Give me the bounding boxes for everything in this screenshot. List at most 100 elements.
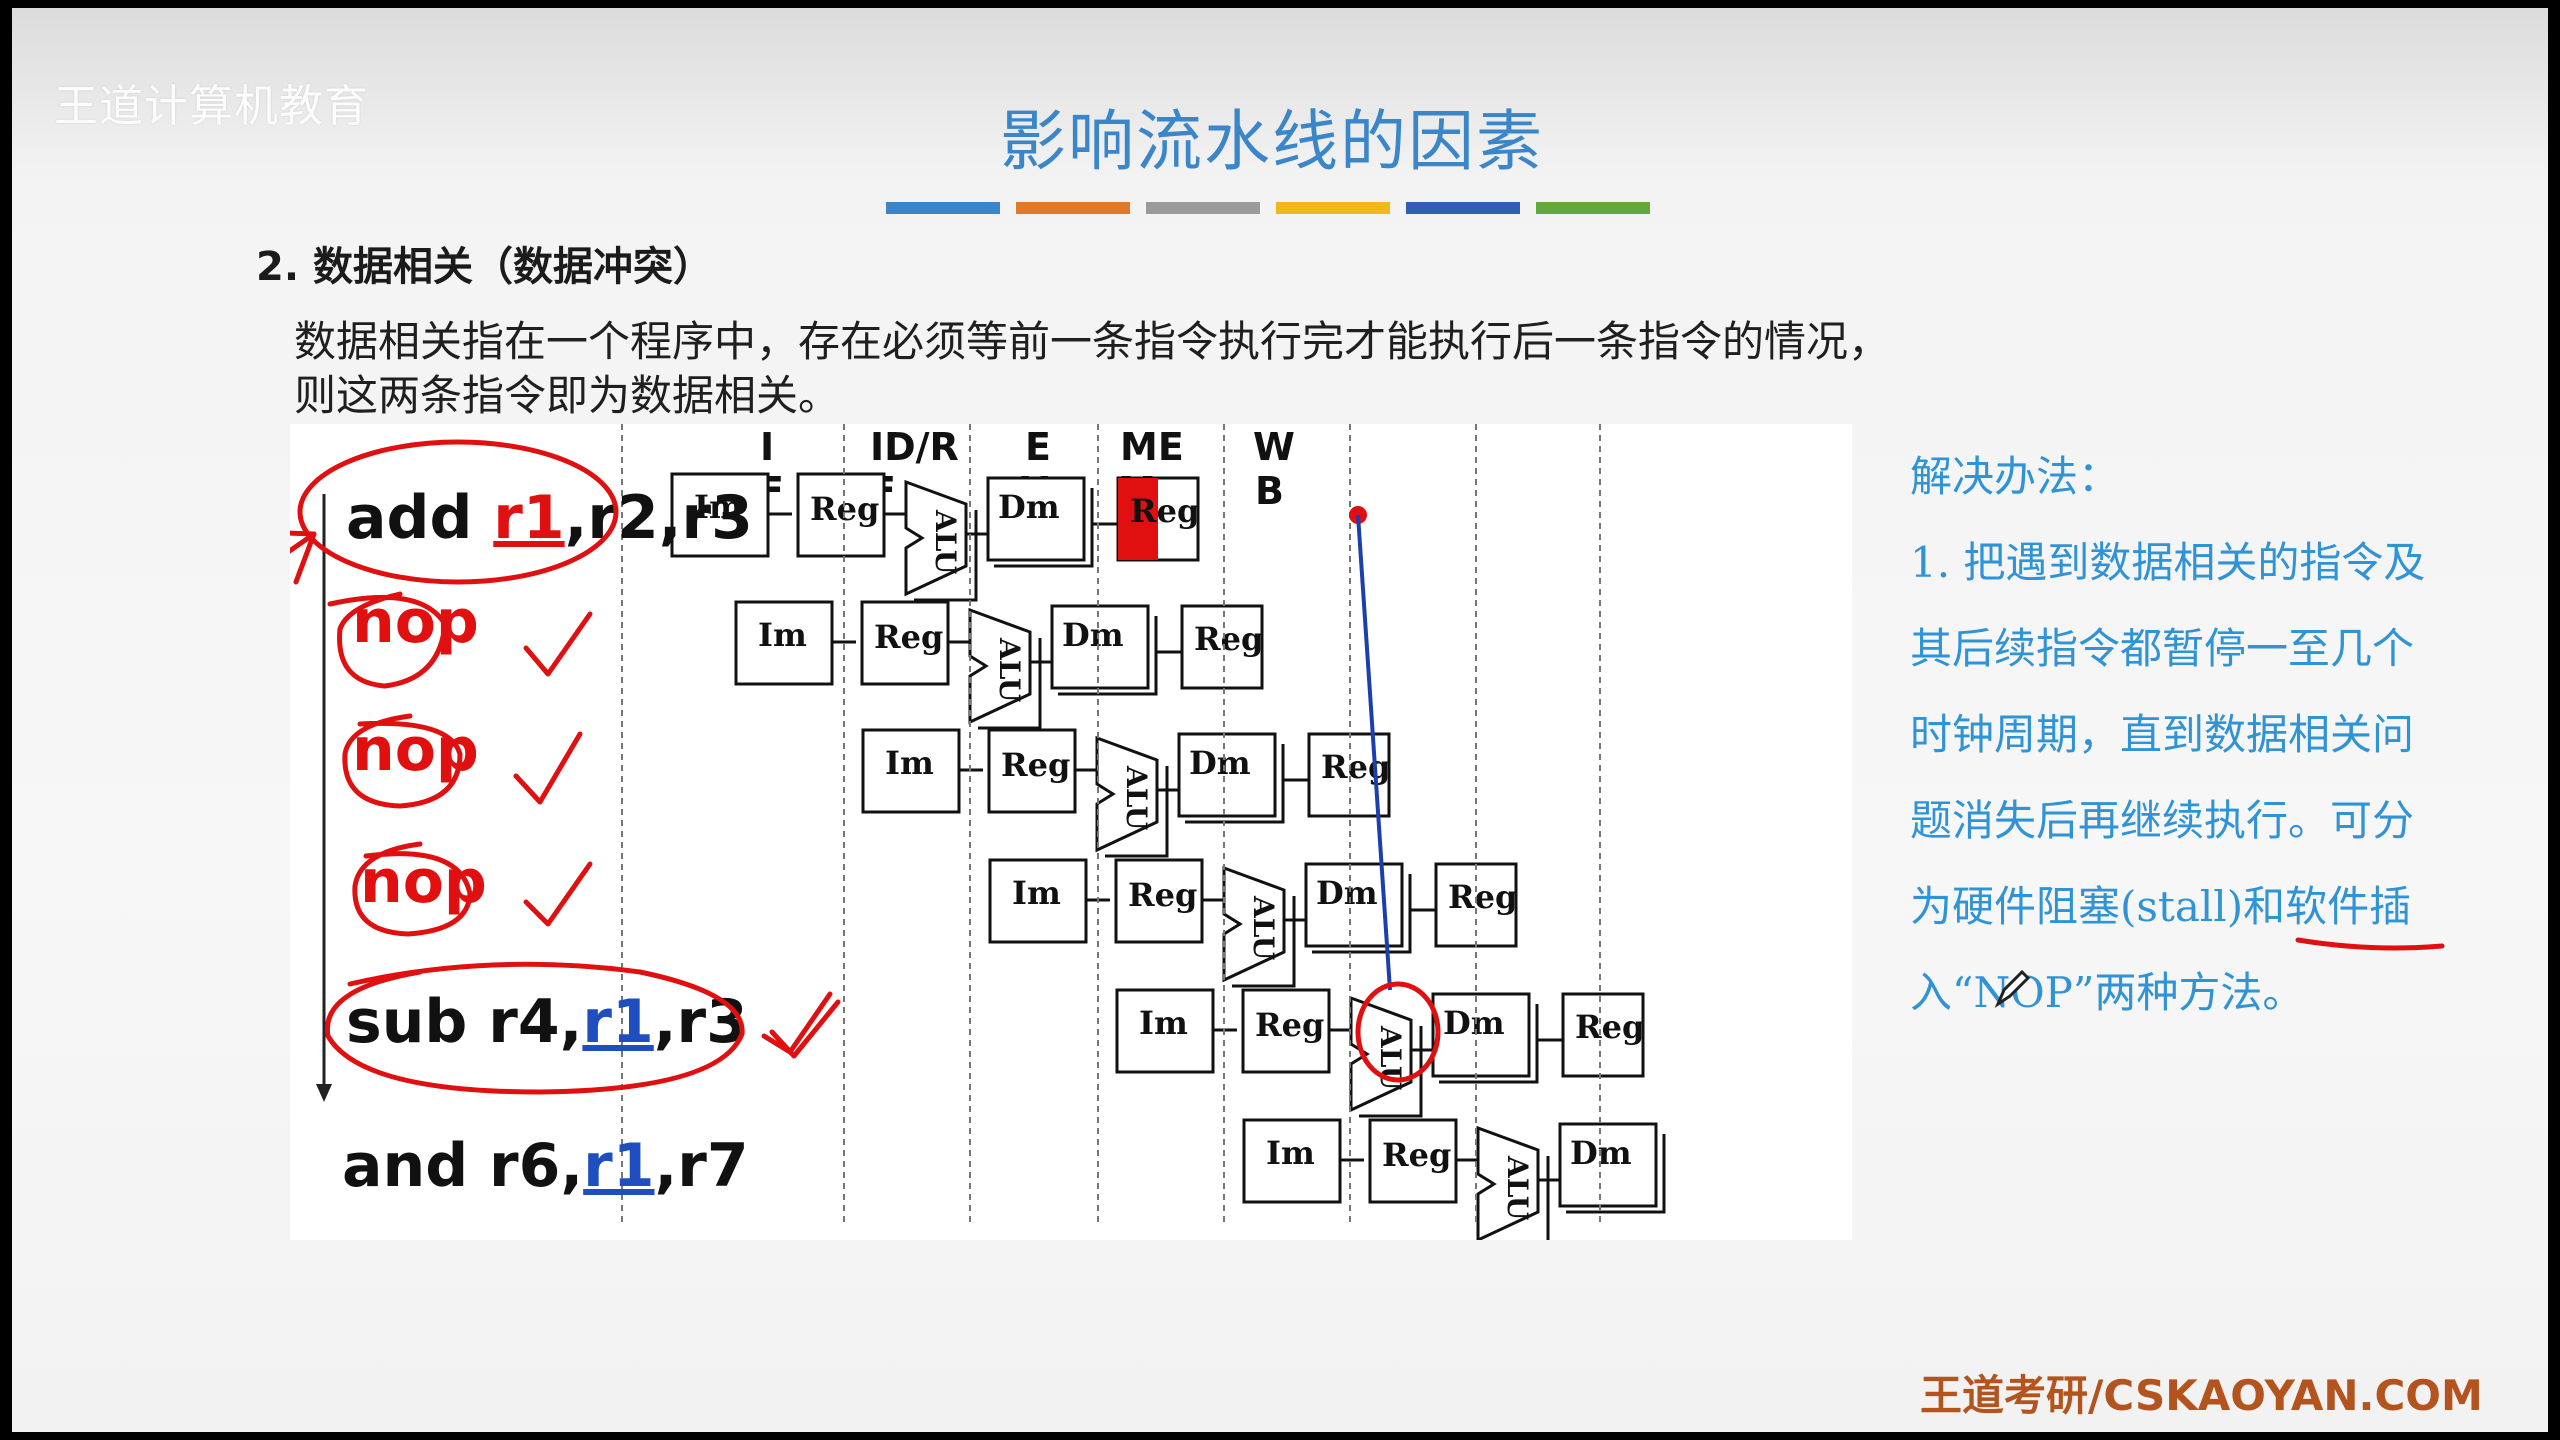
pen-cursor-icon bbox=[1994, 969, 2031, 1009]
red-underline bbox=[2295, 937, 2445, 951]
alu-label: ALU bbox=[929, 509, 962, 574]
dm-box bbox=[1177, 732, 1277, 818]
solution-line-5: 为硬件阻塞(stall)和软件插 bbox=[1910, 882, 2412, 931]
color-bar-segment bbox=[1406, 202, 1520, 214]
reg-box bbox=[796, 472, 886, 558]
circle-nop-2 bbox=[342, 713, 463, 809]
alu-shape bbox=[1095, 735, 1159, 853]
solution-line-6: 入“NOP”两种方法。 bbox=[1910, 968, 2305, 1017]
im-box bbox=[988, 858, 1088, 944]
pipeline-svg: I ID/R E ME W F F X M B ImRegALUDmRegImR… bbox=[167, 424, 1666, 1248]
reg-box bbox=[987, 728, 1077, 814]
wb-reg-label: Reg bbox=[1448, 878, 1517, 916]
im-label: Im bbox=[1139, 1004, 1188, 1042]
stage-header-wb: W bbox=[1253, 425, 1295, 469]
wb-reg-label: Reg bbox=[1321, 748, 1390, 786]
alu-shape bbox=[1476, 1125, 1540, 1243]
stage-header-mem: ME bbox=[1120, 425, 1184, 469]
im-label: Im bbox=[1266, 1134, 1315, 1172]
dest-register: r1 bbox=[493, 483, 564, 553]
slide: 王道计算机教育 影响流水线的因素 2. 数据相关（数据冲突） 数据相关指在一个程… bbox=[12, 8, 2548, 1432]
im-box bbox=[861, 728, 961, 814]
check-nop-2 bbox=[513, 731, 583, 805]
footer-brand: 王道考研/CSKAOYAN.COM bbox=[1920, 1371, 2483, 1420]
color-bar-segment bbox=[1536, 202, 1650, 214]
dm-label: Dm bbox=[1062, 616, 1124, 654]
solution-line-2: 其后续指令都暂停一至几个 bbox=[1910, 624, 2415, 673]
src-register: r1 bbox=[583, 1131, 654, 1201]
color-bar-segment bbox=[1276, 202, 1390, 214]
reg-label: Reg bbox=[874, 618, 943, 656]
pipeline-row bbox=[988, 858, 1518, 988]
pipeline-row bbox=[670, 472, 1200, 602]
color-bar-segment bbox=[886, 202, 1000, 214]
im-label: Im bbox=[694, 488, 743, 526]
slide-title: 影响流水线的因素 bbox=[1000, 103, 1544, 180]
check-sub-2 bbox=[769, 999, 841, 1059]
dm-label: Dm bbox=[1189, 744, 1251, 782]
watermark-logo: 王道计算机教育 bbox=[54, 81, 369, 132]
dm-label: Dm bbox=[1316, 874, 1378, 912]
hazard-highlight bbox=[1118, 478, 1158, 560]
wb-reg-box bbox=[1561, 992, 1645, 1078]
alu-shape bbox=[904, 479, 968, 597]
reg-label: Reg bbox=[810, 490, 879, 528]
dm-box bbox=[1558, 1122, 1658, 1208]
im-box bbox=[670, 472, 770, 558]
solution-panel: 解决办法： 1. 把遇到数据相关的指令及 其后续指令都暂停一至几个 时钟周期，直… bbox=[1910, 434, 2510, 1036]
circle-reg-read bbox=[1355, 981, 1441, 1083]
reg-box bbox=[860, 600, 950, 686]
red-annotations bbox=[167, 439, 1441, 1183]
circle-sub bbox=[324, 961, 745, 1095]
check-nop-1 bbox=[523, 611, 593, 677]
forwarding-line bbox=[1356, 514, 1392, 991]
alu-label: ALU bbox=[993, 637, 1026, 702]
wb-reg-label: Reg bbox=[1575, 1008, 1644, 1046]
stage-header-if: I bbox=[760, 425, 774, 469]
title-color-bar bbox=[886, 202, 1650, 214]
instr-sub: sub r4,r1,r3 bbox=[346, 987, 748, 1057]
alu-label: ALU bbox=[1120, 765, 1153, 830]
reg-label: Reg bbox=[1001, 746, 1070, 784]
circle-add bbox=[297, 439, 619, 585]
reg-box bbox=[1368, 1118, 1458, 1204]
im-label: Im bbox=[758, 616, 807, 654]
dm-label: Dm bbox=[1443, 1004, 1505, 1042]
wb-reg-label: Reg bbox=[1130, 492, 1199, 530]
solution-title: 解决办法： bbox=[1910, 452, 2121, 501]
pipeline-row bbox=[734, 600, 1264, 730]
reg-label: Reg bbox=[1128, 876, 1197, 914]
solution-line-3: 时钟周期，直到数据相关问 bbox=[1910, 710, 2415, 759]
circle-nop-1 bbox=[327, 591, 448, 689]
reg-label: Reg bbox=[1255, 1006, 1324, 1044]
dm-label: Dm bbox=[998, 488, 1060, 526]
im-label: Im bbox=[1012, 874, 1061, 912]
instr-and: and r6,r1,r7 bbox=[342, 1131, 749, 1201]
stage-header-id: ID/R bbox=[870, 425, 959, 469]
section-heading: 2. 数据相关（数据冲突） bbox=[256, 244, 713, 290]
src-register: r1 bbox=[582, 987, 653, 1057]
solution-line-4: 题消失后再继续执行。可分 bbox=[1910, 796, 2415, 845]
im-label: Im bbox=[885, 744, 934, 782]
dm-box bbox=[1050, 604, 1150, 690]
alu-label: ALU bbox=[1501, 1155, 1534, 1220]
wb-reg-label: Reg bbox=[1194, 620, 1263, 658]
definition-line-2: 则这两条指令即为数据相关。 bbox=[294, 371, 841, 420]
arrow-to-add bbox=[167, 529, 317, 637]
dm-box bbox=[986, 476, 1086, 562]
color-bar-segment bbox=[1146, 202, 1260, 214]
dm-box bbox=[1431, 992, 1531, 1078]
definition-line-1: 数据相关指在一个程序中，存在必须等前一条指令执行完才能执行后一条指令的情况， bbox=[294, 317, 1891, 366]
reg-box bbox=[1241, 988, 1331, 1074]
reg-label: Reg bbox=[1382, 1136, 1451, 1174]
pipeline-diagram: I ID/R E ME W F F X M B ImRegALUDmRegImR… bbox=[167, 424, 1852, 1248]
wb-reg-box bbox=[1180, 604, 1264, 690]
circle-nop-3 bbox=[352, 841, 473, 937]
alu-label: ALU bbox=[1247, 895, 1280, 960]
solution-line-1: 1. 把遇到数据相关的指令及 bbox=[1910, 538, 2426, 587]
instr-add: add r1,r2,r3 bbox=[346, 483, 753, 553]
stage-header-wb-2: B bbox=[1255, 469, 1284, 513]
stage-header-ex: E bbox=[1025, 425, 1051, 469]
color-bar-segment bbox=[1016, 202, 1130, 214]
program-order-arrowhead bbox=[316, 1084, 332, 1102]
